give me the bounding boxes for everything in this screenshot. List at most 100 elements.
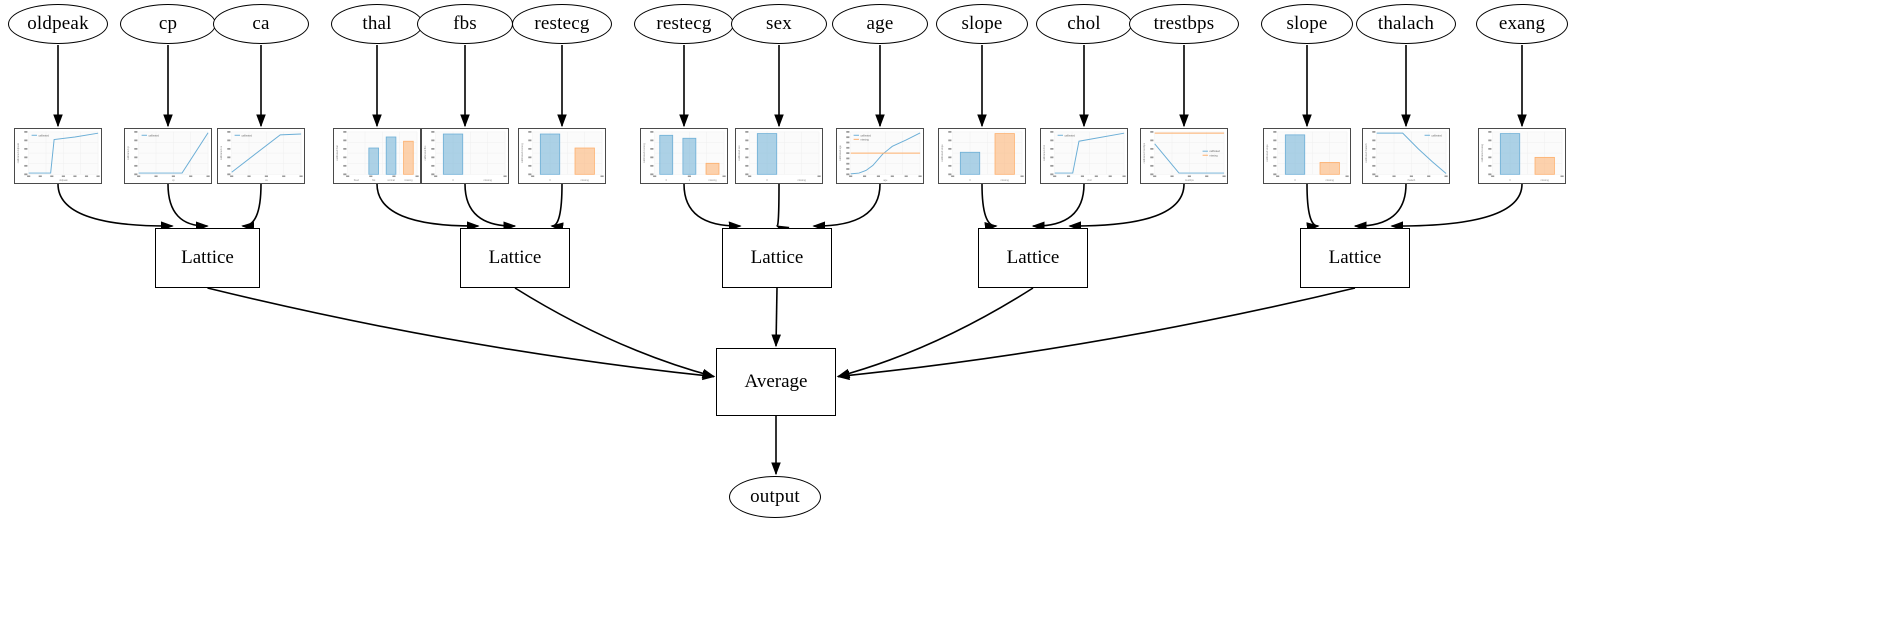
feature-node-label: exang <box>1498 13 1546 34</box>
calibration-plot-restecg1[interactable]: calibrated restecg 0 missing <box>518 128 606 184</box>
svg-text:calibrated: calibrated <box>860 134 871 137</box>
svg-text:calibrated exang: calibrated exang <box>1481 143 1484 162</box>
average-node-label: Average <box>744 371 808 392</box>
calibration-plot-sex[interactable]: calibrated sex 0 missing <box>735 128 823 184</box>
lattice-node-2[interactable]: Lattice <box>460 228 570 288</box>
svg-text:missing: missing <box>484 179 493 182</box>
feature-node-label: oldpeak <box>27 13 89 34</box>
svg-text:0: 0 <box>549 179 551 182</box>
svg-text:calibrated trestbps: calibrated trestbps <box>1143 142 1146 163</box>
feature-node-label: restecg <box>656 13 712 34</box>
feature-node-trestbps[interactable]: trestbps <box>1129 4 1239 44</box>
svg-text:calibrated thal: calibrated thal <box>336 145 339 161</box>
svg-text:calibrated: calibrated <box>38 134 49 137</box>
feature-node-label: thal <box>362 13 392 34</box>
calibration-plot-slope1[interactable]: calibrated slope 0 missing <box>938 128 1026 184</box>
svg-text:calibrated age: calibrated age <box>839 145 842 161</box>
lattice-node-label: Lattice <box>1328 247 1382 268</box>
svg-text:calibrated: calibrated <box>1209 150 1220 153</box>
svg-text:calibrated: calibrated <box>1064 134 1075 137</box>
feature-node-slope1[interactable]: slope <box>936 4 1028 44</box>
feature-node-fbs[interactable]: fbs <box>417 4 513 44</box>
feature-node-label: chol <box>1067 13 1101 34</box>
svg-text:missing: missing <box>581 179 590 182</box>
lattice-node-5[interactable]: Lattice <box>1300 228 1410 288</box>
lattice-node-1[interactable]: Lattice <box>155 228 260 288</box>
svg-text:chol: chol <box>1087 179 1092 182</box>
feature-node-label: slope <box>961 13 1003 34</box>
feature-node-label: slope <box>1286 13 1328 34</box>
feature-node-label: cp <box>158 13 178 34</box>
feature-node-exang[interactable]: exang <box>1476 4 1568 44</box>
feature-node-label: thalach <box>1377 13 1435 34</box>
svg-text:0: 0 <box>666 179 668 182</box>
lattice-node-label: Lattice <box>750 247 804 268</box>
svg-text:oldpeak: oldpeak <box>59 179 68 182</box>
feature-node-restecg2[interactable]: restecg <box>634 4 734 44</box>
svg-text:calibrated cp: calibrated cp <box>127 145 130 160</box>
calibration-plot-oldpeak[interactable]: calibrated oldpeak oldpeak calibrated <box>14 128 102 184</box>
svg-text:missing: missing <box>1001 179 1010 182</box>
svg-text:calibrated slope: calibrated slope <box>1266 144 1269 162</box>
calibration-plot-exang[interactable]: calibrated exang 0 missing <box>1478 128 1566 184</box>
svg-text:missing: missing <box>1541 179 1550 182</box>
svg-text:calibrated: calibrated <box>148 134 159 137</box>
svg-text:0: 0 <box>1294 179 1296 182</box>
svg-text:missing: missing <box>404 179 413 182</box>
svg-text:ca: ca <box>265 179 268 182</box>
calibration-plot-cp[interactable]: calibrated cp cp calibrated <box>124 128 212 184</box>
svg-text:missing: missing <box>798 179 807 182</box>
lattice-node-4[interactable]: Lattice <box>978 228 1088 288</box>
feature-node-oldpeak[interactable]: oldpeak <box>8 4 108 44</box>
svg-text:calibrated oldpeak: calibrated oldpeak <box>17 142 20 163</box>
feature-node-thal[interactable]: thal <box>331 4 423 44</box>
lattice-node-3[interactable]: Lattice <box>722 228 832 288</box>
calibration-plot-restecg2[interactable]: calibrated restecg 0 1 missing <box>640 128 728 184</box>
feature-node-cp[interactable]: cp <box>120 4 216 44</box>
svg-text:calibrated restecg: calibrated restecg <box>643 143 646 163</box>
feature-node-age[interactable]: age <box>832 4 928 44</box>
svg-text:calibrated restecg: calibrated restecg <box>521 143 524 163</box>
svg-text:1: 1 <box>689 179 691 182</box>
lattice-node-label: Lattice <box>181 247 234 268</box>
average-node[interactable]: Average <box>716 348 836 416</box>
svg-text:calibrated sex: calibrated sex <box>738 145 741 161</box>
calibration-plot-ca[interactable]: calibrated ca ca calibrated <box>217 128 305 184</box>
feature-node-ca[interactable]: ca <box>213 4 309 44</box>
feature-node-label: restecg <box>534 13 590 34</box>
calibration-plot-fbs[interactable]: calibrated fbs 0 missing <box>421 128 509 184</box>
feature-node-sex[interactable]: sex <box>731 4 827 44</box>
svg-text:calibrated: calibrated <box>1431 134 1442 137</box>
svg-text:missing: missing <box>1209 154 1218 157</box>
svg-text:0: 0 <box>766 179 768 182</box>
svg-text:missing: missing <box>708 179 717 182</box>
svg-text:0: 0 <box>452 179 454 182</box>
svg-text:age: age <box>883 179 888 182</box>
svg-text:cp: cp <box>172 179 175 182</box>
svg-text:normal: normal <box>387 179 395 182</box>
feature-node-thalach[interactable]: thalach <box>1356 4 1456 44</box>
feature-node-chol[interactable]: chol <box>1036 4 1132 44</box>
lattice-node-label: Lattice <box>488 247 542 268</box>
svg-text:flat: flat <box>372 179 376 182</box>
feature-node-restecg1[interactable]: restecg <box>512 4 612 44</box>
svg-text:calibrated: calibrated <box>241 134 252 137</box>
svg-text:calibrated slope: calibrated slope <box>941 144 944 162</box>
svg-text:calibrated ca: calibrated ca <box>220 145 223 160</box>
svg-text:calibrated fbs: calibrated fbs <box>424 145 427 161</box>
lattice-node-label: Lattice <box>1006 247 1060 268</box>
feature-node-label: ca <box>252 13 270 34</box>
feature-node-label: fbs <box>453 13 477 34</box>
feature-node-slope2[interactable]: slope <box>1261 4 1353 44</box>
output-node[interactable]: output <box>729 476 821 518</box>
svg-text:0: 0 <box>969 179 971 182</box>
svg-text:0: 0 <box>1509 179 1511 182</box>
